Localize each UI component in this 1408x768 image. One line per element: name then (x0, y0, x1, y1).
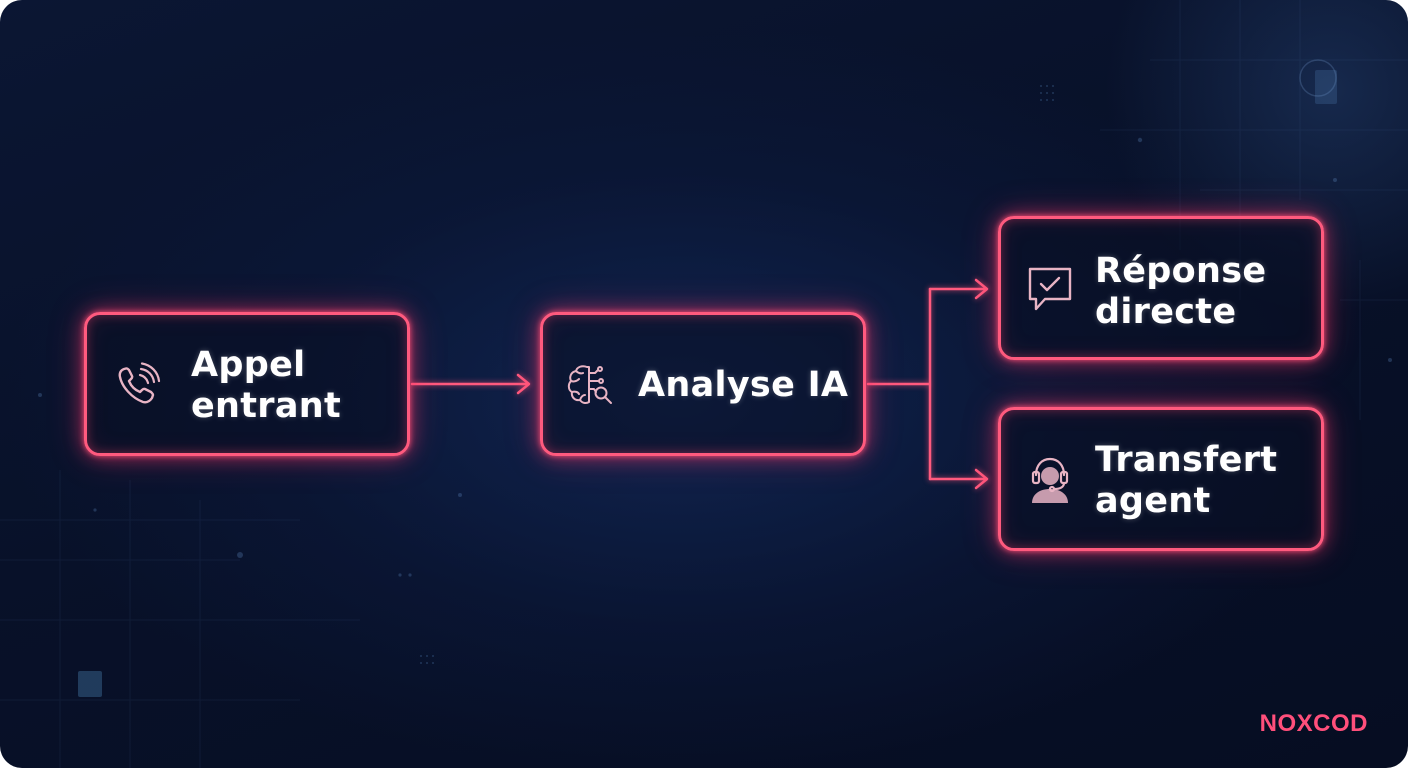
node-agent-transfer: Transfert agent (998, 407, 1324, 551)
brain-search-icon (565, 359, 615, 409)
node-ai-analysis: Analyse IA (540, 312, 866, 456)
incoming-call-line1: Appel (191, 345, 306, 385)
agent-transfer-line1: Transfert (1095, 440, 1278, 480)
chat-check-icon (1025, 265, 1075, 315)
phone-ringing-icon (113, 360, 163, 410)
ai-analysis-label: Analyse IA (638, 365, 849, 405)
direct-answer-line2: directe (1095, 292, 1237, 332)
agent-transfer-label: Transfert agent (1095, 440, 1277, 522)
brand-logo-text: NOXCOD (1259, 710, 1368, 737)
incoming-call-label: Appel entrant (191, 345, 341, 427)
headset-agent-icon (1025, 455, 1075, 505)
node-incoming-call: Appel entrant (84, 312, 410, 456)
direct-answer-line1: Réponse (1095, 251, 1267, 291)
agent-transfer-line2: agent (1095, 481, 1211, 521)
node-direct-answer: Réponse directe (998, 216, 1324, 360)
direct-answer-label: Réponse directe (1095, 251, 1266, 333)
incoming-call-line2: entrant (191, 386, 342, 426)
